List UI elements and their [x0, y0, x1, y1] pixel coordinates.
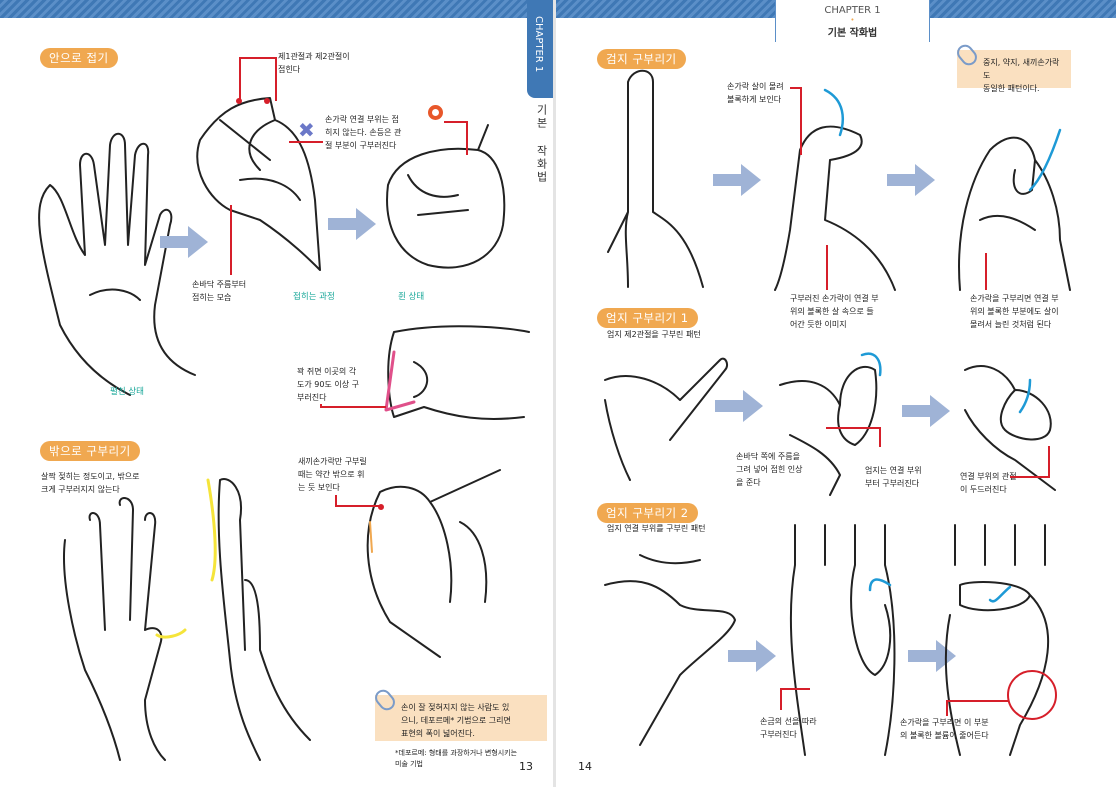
side-hand-drawing: [206, 478, 311, 761]
caption-joints: 제1관절과 제2관절이 접힌다: [278, 52, 350, 74]
caption-pinky: 새끼손가락만 구부릴 때는 약간 밖으로 휘 는 듯 보인다: [298, 457, 367, 492]
clenched-hand-drawing: [384, 325, 530, 420]
callout-line: [790, 87, 802, 155]
chapter-header-tab: CHAPTER 1 • 기본 작화법: [775, 0, 930, 42]
thumb-bent-drawing: [964, 365, 1056, 491]
back-hand-drawing: [63, 497, 187, 761]
section-label-index-bend: 검지 구부리기: [597, 49, 686, 69]
callout-dot: [264, 98, 270, 104]
highlight-circle: [1007, 670, 1057, 720]
callout-line: [320, 404, 386, 408]
thumb-palm-bending-drawing: [789, 524, 896, 756]
thumb-straight-drawing: [604, 357, 729, 481]
page-number-right: 14: [578, 760, 592, 773]
index-bending-drawing: [774, 88, 896, 291]
subtitle-thumb-2: 엄지 연결 부위를 구부린 패턴: [607, 524, 706, 533]
arrow-right-icon: [160, 226, 208, 258]
header-band-left: [0, 0, 527, 18]
arrow-right-icon: [328, 208, 376, 240]
chapter-title: 기본 작화법: [827, 28, 878, 39]
section-label-fold-inward: 안으로 접기: [40, 48, 118, 68]
tip-note-same-pattern: 중지, 약지, 새끼손가락도 동일한 패턴이다.: [953, 41, 1071, 93]
header-band-right-b: [930, 0, 1116, 18]
callout-line: [985, 253, 987, 290]
open-hand-drawing: [38, 132, 196, 396]
caption-angle: 꽉 쥐면 이곳의 각 도가 90도 이상 구 부러진다: [297, 367, 359, 402]
gutter: [553, 0, 556, 787]
caption-slight: 살짝 젖히는 정도이고, 밖으로 크게 구부러지지 않는다: [41, 472, 140, 494]
arrow-right-icon: [715, 390, 763, 422]
caption-flesh: 손가락 살이 몰려 볼록하게 보인다: [727, 82, 784, 104]
correct-mark-icon: [428, 105, 443, 120]
callout-dot: [236, 98, 242, 104]
paperclip-icon: [953, 41, 981, 69]
wrong-mark-icon: ✖: [298, 118, 315, 142]
section-label-thumb-bend-1: 엄지 구부리기 1: [597, 308, 698, 328]
arrow-right-icon: [728, 640, 776, 672]
thumb-palm-straight-drawing: [604, 554, 736, 746]
caption-wrong: 손가락 연결 부위는 접 히지 않는다. 손등은 관 절 부분이 구부러진다: [325, 115, 402, 150]
state-folding: 접히는 과정: [293, 292, 335, 302]
thumb-palm-bent-drawing: [944, 524, 1050, 756]
state-folded: 쥔 상태: [398, 292, 425, 302]
tip-note-text: 중지, 약지, 새끼손가락도 동일한 패턴이다.: [983, 58, 1060, 93]
section-label-bend-outward: 밖으로 구부리기: [40, 441, 140, 461]
caption-sunk: 구부러진 손가락이 연결 부 위의 볼록한 살 속으로 들 어간 듯한 이미지: [790, 294, 879, 329]
chapter-bullet: •: [850, 16, 855, 24]
tip-note-text: 손이 잘 젖혀지지 않는 사람도 있 으니, 데포르메* 기법으로 그리면 표현…: [401, 703, 511, 738]
caption-palm-line: 손금의 선을 따라 구부러진다: [760, 717, 817, 739]
arrow-right-icon: [887, 164, 935, 196]
pinky-bend-hand-drawing: [366, 469, 501, 658]
arrow-right-icon: [902, 395, 950, 427]
callout-line: [335, 495, 381, 507]
callout-line: [780, 688, 810, 710]
arrow-right-icon: [713, 164, 761, 196]
callout-line: [289, 141, 323, 143]
side-chapter-tab: CHAPTER 1: [527, 0, 553, 98]
caption-from-joint: 엄지는 연결 부위 부터 구부러진다: [865, 466, 922, 488]
thumb-bending-drawing: [779, 352, 882, 496]
subtitle-thumb-1: 엄지 제2관절을 구부린 패턴: [607, 330, 701, 339]
state-open: 펼친 상태: [110, 387, 144, 397]
fist-drawing: [386, 124, 506, 269]
side-chapter-label: CHAPTER 1: [533, 16, 544, 73]
callout-line: [1010, 446, 1050, 478]
callout-line: [826, 427, 881, 447]
paperclip-icon: [371, 686, 399, 714]
callout-line: [826, 245, 828, 290]
footnote: *데포르메: 형태를 과장하거나 변형시키는 미술 기법: [395, 749, 518, 768]
page-number-left: 13: [519, 760, 533, 773]
callout-line: [239, 57, 277, 101]
tip-note-deformation: 손이 잘 젖혀지지 않는 사람도 있 으니, 데포르메* 기법으로 그리면 표현…: [371, 686, 547, 741]
chapter-label: CHAPTER 1: [824, 5, 881, 16]
caption-volume: 손가락을 구부리면 이 부분 의 볼록한 볼륨이 줄어든다: [900, 718, 989, 740]
index-bent-drawing: [958, 128, 1071, 291]
caption-prominent: 연결 부위의 관절 이 두드러진다: [960, 472, 1017, 494]
caption-palm: 손바닥 주름부터 접히는 모습: [192, 280, 247, 302]
callout-dot: [378, 504, 384, 510]
caption-wrinkle: 손바닥 쪽에 주름을 그려 넣어 접힌 인상 을 준다: [736, 452, 803, 487]
section-label-thumb-bend-2: 엄지 구부리기 2: [597, 503, 698, 523]
side-chapter-title: 기본 작화법: [535, 104, 548, 184]
header-band-right-a: [556, 0, 775, 18]
callout-line: [230, 205, 232, 275]
caption-stretch: 손가락을 구부리면 연결 부 위의 볼록한 부분에도 살이 몰려서 늘린 것처럼…: [970, 294, 1059, 329]
index-straight-drawing: [607, 69, 704, 288]
callout-line: [444, 121, 468, 155]
arrow-right-icon: [908, 640, 956, 672]
callout-line: [946, 700, 1009, 716]
